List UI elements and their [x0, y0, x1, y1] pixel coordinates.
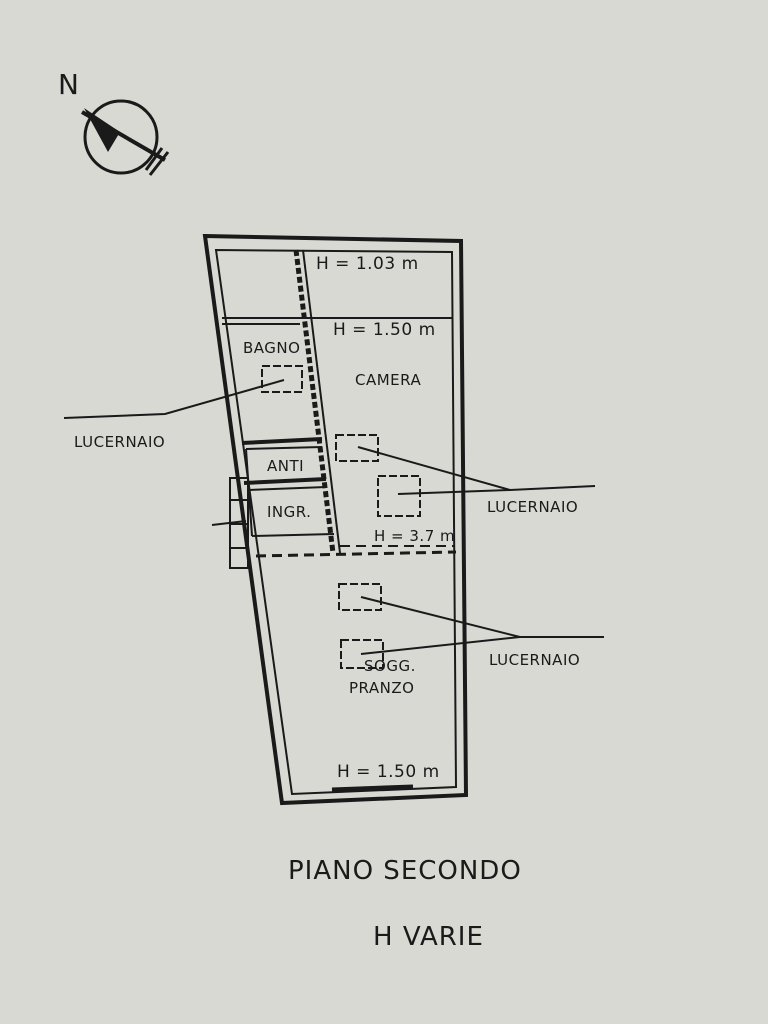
skylight-symbols	[261, 365, 421, 669]
callout-lucernaio-left: LUCERNAIO	[74, 433, 166, 451]
height-label-middle: H = 3.7 m	[374, 527, 456, 545]
caption-title: PIANO SECONDO	[288, 856, 522, 886]
callout-lucernaio-right-top: LUCERNAIO	[487, 498, 579, 516]
caption-subtitle: H VARIE	[373, 922, 484, 952]
room-label-anti: ANTI	[267, 457, 305, 475]
room-label-bagno: BAGNO	[243, 339, 301, 357]
north-arrow-icon	[80, 99, 170, 176]
height-label-top: H = 1.03 m	[316, 254, 419, 274]
callout-lucernaio-right-bottom: LUCERNAIO	[489, 651, 581, 669]
height-label-bottom: H = 1.50 m	[337, 762, 440, 782]
room-label-pranzo: PRANZO	[349, 679, 415, 697]
room-label-ingr: INGR.	[267, 503, 312, 521]
outer-walls	[202, 233, 469, 806]
room-label-sogg: SOGG.	[364, 657, 416, 675]
height-label-camera: H = 1.50 m	[333, 320, 436, 340]
inner-divisions	[222, 317, 457, 558]
partition-wall	[293, 249, 341, 554]
north-label: N	[58, 68, 80, 101]
room-label-camera: CAMERA	[355, 371, 422, 389]
callout-leaders	[63, 379, 604, 655]
